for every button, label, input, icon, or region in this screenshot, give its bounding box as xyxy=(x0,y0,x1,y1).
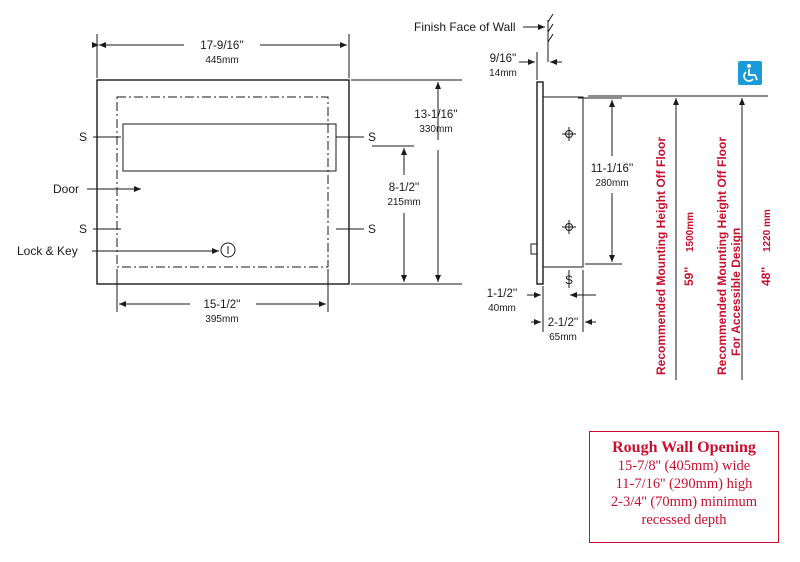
bottom-offset-in-label: 1-1/2'' xyxy=(487,288,518,300)
rough-wall-opening-box: Rough Wall Opening 15-7/8'' (405mm) wide… xyxy=(589,431,779,543)
cabinet-body xyxy=(542,96,584,268)
accessible-height-mm: 1220 mm xyxy=(762,209,773,252)
inner-height-in-label: 8-1/2'' xyxy=(389,182,420,194)
accessible-height-label-2: For Accessible Design xyxy=(729,228,743,356)
rough-wall-opening-title: Rough Wall Opening xyxy=(612,439,756,456)
inner-width-mm-label: 395mm xyxy=(205,314,238,325)
screw-label-tr: S xyxy=(368,130,376,144)
lock-icon xyxy=(220,242,236,258)
width-mm-label: 445mm xyxy=(205,55,238,66)
screw-label-bl: S xyxy=(79,222,87,236)
flange-plate xyxy=(536,81,544,285)
screw-label-br: S xyxy=(368,222,376,236)
mounting-heights: Recommended Mounting Height Off Floor 59… xyxy=(588,61,773,380)
inner-dashed-frame xyxy=(116,96,329,268)
depth-mm-label: 65mm xyxy=(549,332,577,343)
standard-height-in: 59'' xyxy=(682,267,696,286)
waste-slot xyxy=(122,123,337,172)
width-in-label: 17-9/16'' xyxy=(200,40,243,52)
inner-width-in-label: 15-1/2'' xyxy=(204,299,241,311)
lock-key-label: Lock & Key xyxy=(17,244,78,258)
front-view: 17-9/16'' 445mm 13-1/16'' 330mm 8-1/2'' … xyxy=(17,34,462,325)
wheelchair-icon xyxy=(738,61,762,85)
rough-wall-opening-line3: 2-3/4'' (70mm) minimum xyxy=(610,494,758,510)
mount-height-mm-label: 280mm xyxy=(595,178,628,189)
screw-label-tl: S xyxy=(79,130,87,144)
standard-height-label: Recommended Mounting Height Off Floor xyxy=(654,137,668,375)
height-mm-label: 330mm xyxy=(419,124,452,135)
flange-mm-label: 14mm xyxy=(489,68,517,79)
accessible-height-in: 48'' xyxy=(759,267,773,286)
accessible-height-label-1: Recommended Mounting Height Off Floor xyxy=(715,137,729,375)
side-view: Finish Face of Wall 9/16'' 14mm 11-1/16'… xyxy=(414,13,634,343)
mount-height-in-label: 11-1/16'' xyxy=(591,163,634,175)
inner-height-mm-label: 215mm xyxy=(387,197,420,208)
depth-in-label: 2-1/2'' xyxy=(548,317,579,329)
flange-in-label: 9/16'' xyxy=(490,53,517,65)
door-label: Door xyxy=(53,182,79,196)
standard-height-mm: 1500mm xyxy=(685,212,696,252)
finish-face-label: Finish Face of Wall xyxy=(414,20,516,34)
outer-frame xyxy=(96,79,350,285)
rough-wall-opening-line2: 11-7/16'' (290mm) high xyxy=(615,476,753,492)
rough-wall-opening-line1: 15-7/8'' (405mm) wide xyxy=(617,458,751,474)
rough-wall-opening-line4: recessed depth xyxy=(641,512,727,528)
bottom-offset-mm-label: 40mm xyxy=(488,303,516,314)
height-in-label: 13-1/16'' xyxy=(414,109,457,121)
